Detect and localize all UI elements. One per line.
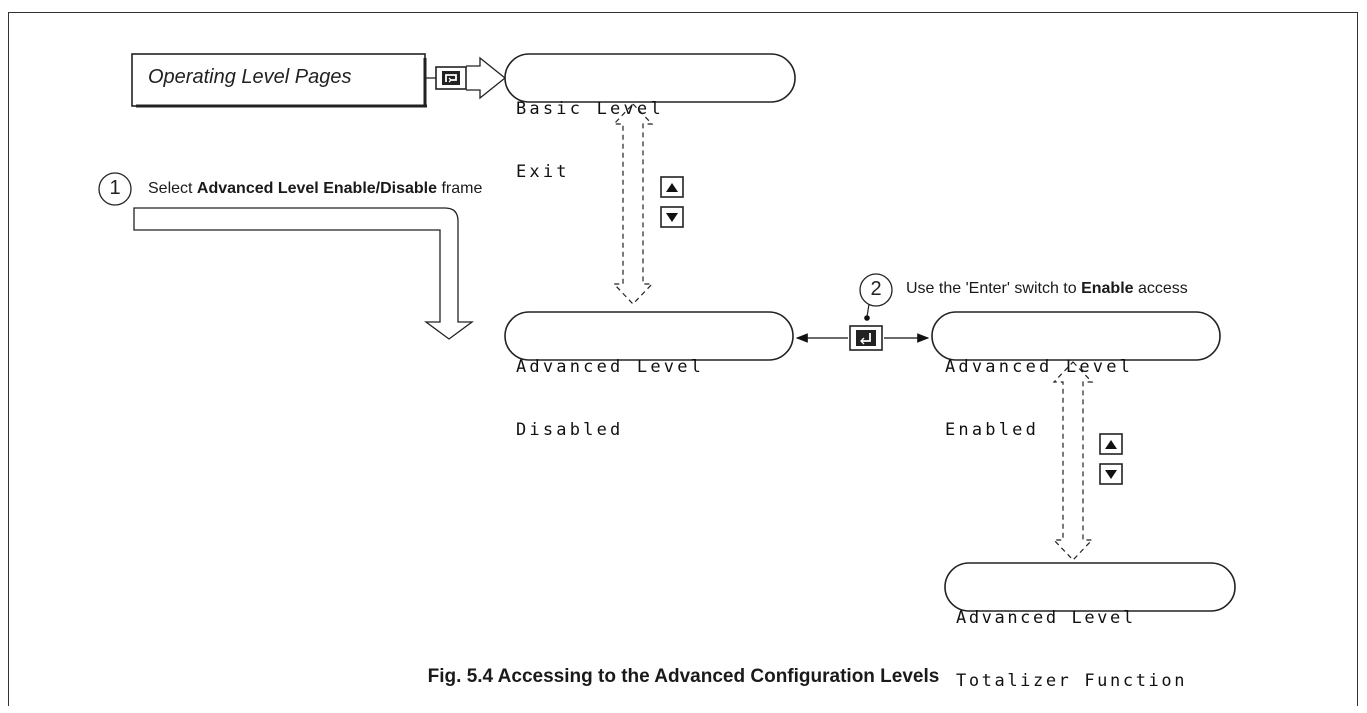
step1-text-bold: Advanced Level Enable/Disable xyxy=(196,180,438,197)
dashed-vertical-arrow-2 xyxy=(1052,361,1094,561)
lcd-line: Advanced Level xyxy=(956,608,1136,628)
adv-disabled-text: Advanced Level Disabled xyxy=(516,315,704,462)
operating-level-label: Operating Level Pages xyxy=(148,66,352,88)
figure-caption: Fig. 5.4 Accessing to the Advanced Confi… xyxy=(427,666,940,687)
lcd-line: Advanced Level xyxy=(516,357,705,377)
step2-number: 2 xyxy=(870,278,882,300)
lcd-line: Exit xyxy=(516,162,570,182)
dashed-vertical-arrow-1 xyxy=(612,103,654,305)
step2-text-bold: Enable xyxy=(1081,280,1134,297)
basic-exit-display xyxy=(504,53,796,103)
up-arrow-key-icon xyxy=(1099,433,1123,455)
step1-note: Select Advanced Level Enable/Disable fra… xyxy=(148,180,482,198)
operating-level-box xyxy=(131,53,427,108)
step2-note: Use the 'Enter' switch to Enable access xyxy=(906,280,1188,298)
step2-text-before: Use the 'Enter' switch to xyxy=(906,280,1082,297)
step2-text-after: access xyxy=(1133,280,1188,297)
adv-enabled-text: Advanced Level Enabled xyxy=(945,315,1133,462)
step1-circle xyxy=(98,172,132,206)
down-arrow-key-icon xyxy=(1099,463,1123,485)
step2-circle xyxy=(859,273,893,307)
down-arrow-key-icon xyxy=(660,206,684,228)
lcd-line: Advanced Level xyxy=(945,357,1134,377)
adv-totalizer-display xyxy=(944,562,1236,612)
enter-key-icon xyxy=(849,325,883,351)
adv-disabled-display xyxy=(504,311,794,361)
adv-enabled-display xyxy=(931,311,1221,361)
step1-text-before: Select xyxy=(148,180,197,197)
step1-bent-arrow xyxy=(133,207,474,340)
lcd-line: Enabled xyxy=(945,420,1040,440)
lcd-line: Basic Level xyxy=(516,99,664,119)
lcd-line: Totalizer Function xyxy=(956,671,1188,691)
open-arrow-to-basic xyxy=(466,56,507,100)
adv-totalizer-text: Advanced Level Totalizer Function xyxy=(956,566,1187,713)
up-arrow-key-icon xyxy=(660,176,684,198)
step1-text-after: frame xyxy=(437,180,483,197)
step1-number: 1 xyxy=(109,177,121,199)
lcd-line: Disabled xyxy=(516,420,624,440)
page-key-icon xyxy=(435,66,467,90)
basic-exit-text: Basic Level Exit xyxy=(516,57,664,204)
figure-frame xyxy=(8,12,1358,706)
